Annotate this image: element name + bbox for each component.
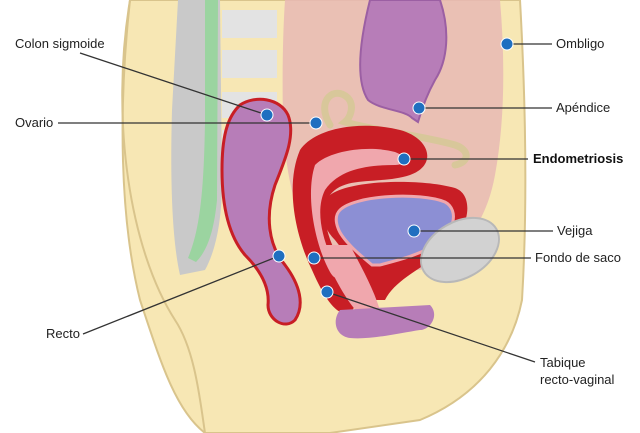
marker-ovario	[309, 116, 323, 130]
label-endometriosis: Endometriosis	[533, 151, 624, 166]
pubic-bone	[420, 216, 500, 284]
marker-tabique	[320, 285, 334, 299]
marker-vejiga	[407, 224, 421, 238]
label-apendice: Apéndice	[556, 100, 611, 115]
leader-colon-sigmoide	[79, 52, 268, 116]
markers	[260, 37, 514, 299]
marker-ombligo	[500, 37, 514, 51]
leader-lines	[58, 43, 553, 363]
marker-apendice	[412, 101, 426, 115]
vagina	[320, 245, 380, 315]
marker-recto	[272, 249, 286, 263]
colon-rectum	[220, 97, 302, 326]
leader-recto	[82, 255, 280, 335]
label-ovario: Ovario	[15, 115, 54, 130]
label-tabique-line2: recto-vaginal	[540, 372, 615, 387]
leader-tabique	[326, 291, 536, 363]
marker-endometriosis	[397, 152, 411, 166]
label-tabique-line1: Tabique	[540, 355, 586, 370]
label-fondo-de-saco: Fondo de saco	[535, 250, 622, 265]
perineum	[335, 305, 435, 339]
buttock-curve	[121, 0, 206, 433]
label-recto: Recto	[46, 326, 80, 341]
marker-fondo-de-saco	[307, 251, 321, 265]
label-ombligo: Ombligo	[556, 36, 605, 51]
fallopian-tube	[321, 89, 470, 169]
label-vejiga: Vejiga	[557, 223, 593, 238]
marker-colon-sigmoide	[260, 108, 274, 122]
label-colon-sigmoide: Colon sigmoide	[15, 36, 105, 51]
uterus-inner	[310, 148, 405, 278]
appendix	[359, 0, 448, 124]
